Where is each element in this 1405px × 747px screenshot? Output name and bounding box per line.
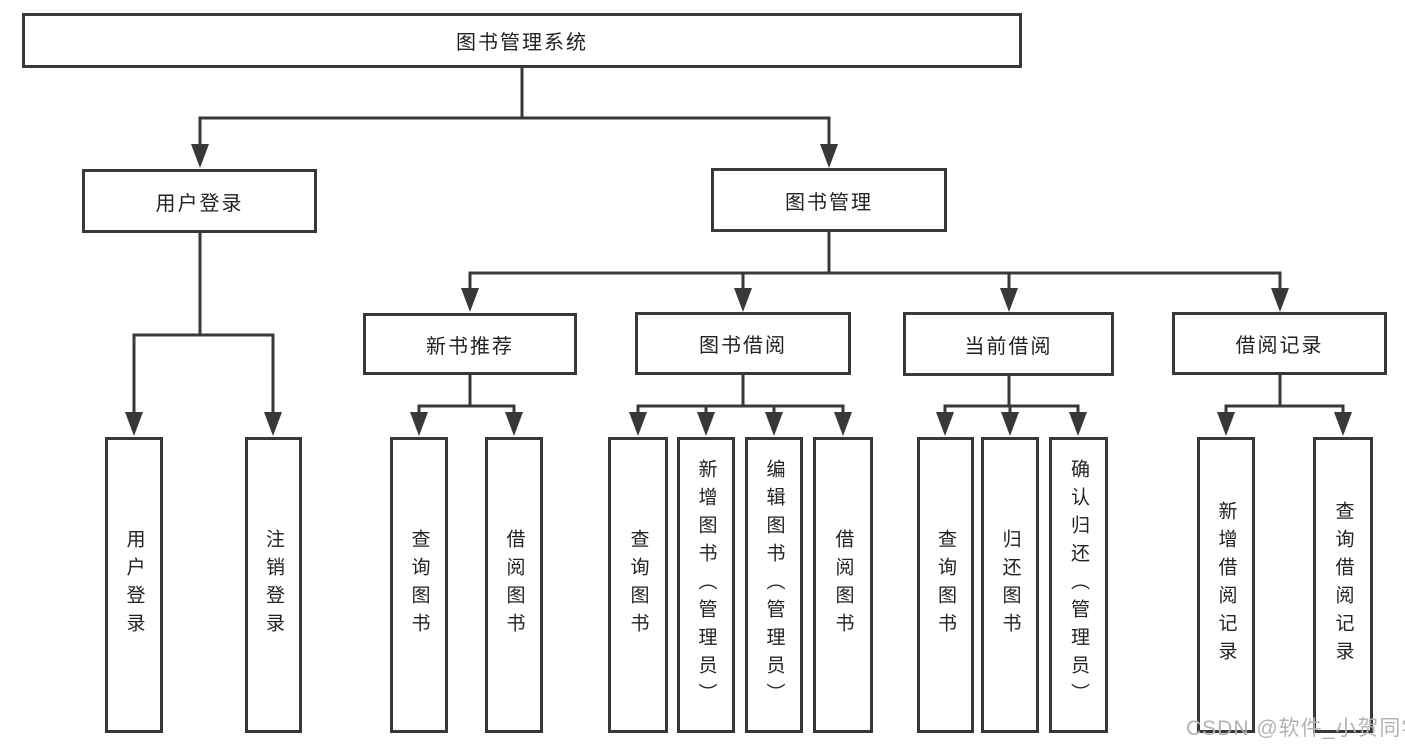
leaf-borrow-books-label: 借阅图书 [832,529,854,641]
leaf-confirm-return-admin-label: 确认归还（管理员） [1068,459,1089,711]
leaf-query-books-current: 查询图书 [917,437,974,733]
leaf-return-book-label: 归还图书 [999,529,1021,641]
node-current-borrowing: 当前借阅 [903,312,1114,376]
leaf-query-books-borrowing: 查询图书 [608,437,668,733]
leaf-borrow-books: 借阅图书 [813,437,873,733]
leaf-query-books-current-label: 查询图书 [935,529,956,641]
arrowheads [125,144,1352,436]
connector-userlogin-to-leaves [132,233,275,414]
node-book-borrowing: 图书借阅 [635,312,851,375]
leaf-logout-label: 注销登录 [263,529,284,641]
node-new-book-recommend: 新书推荐 [363,313,577,375]
leaf-add-book-admin-label: 新增图书（管理员） [695,459,717,711]
connector-bookmgmt-to-level3 [468,232,1282,290]
leaf-add-borrow-record: 新增借阅记录 [1197,437,1255,733]
leaf-edit-book-admin: 编辑图书（管理员） [745,437,803,733]
leaf-edit-book-admin-label: 编辑图书（管理员） [763,459,785,711]
leaf-query-books-borrowing-label: 查询图书 [627,529,649,641]
leaf-user-login: 用户登录 [105,437,163,733]
node-borrow-records: 借阅记录 [1172,312,1387,375]
csdn-watermark: CSDN @软件_小贺同学 [1186,717,1405,740]
node-root-system: 图书管理系统 [22,13,1022,68]
connector-records-to-leaves [1224,375,1345,414]
leaf-query-borrow-record-label: 查询借阅记录 [1332,501,1354,669]
leaf-user-login-label: 用户登录 [123,529,145,641]
connector-recommend-to-leaves [417,375,516,414]
leaf-return-book: 归还图书 [981,437,1039,733]
node-book-management: 图书管理 [711,168,947,232]
leaf-query-books-recommend: 查询图书 [390,437,448,733]
leaf-query-borrow-record: 查询借阅记录 [1313,437,1373,733]
leaf-logout: 注销登录 [245,437,302,733]
connector-root-to-level2 [198,68,831,146]
leaf-add-book-admin: 新增图书（管理员） [677,437,735,733]
leaf-confirm-return-admin: 确认归还（管理员） [1049,437,1108,733]
leaf-add-borrow-record-label: 新增借阅记录 [1215,501,1237,669]
node-user-login: 用户登录 [82,169,317,233]
leaf-borrow-books-recommend-label: 借阅图书 [503,529,525,641]
leaf-query-books-recommend-label: 查询图书 [408,529,430,641]
connector-current-to-leaves [943,376,1080,414]
connector-borrowing-to-leaves [636,375,845,414]
leaf-borrow-books-recommend: 借阅图书 [485,437,543,733]
